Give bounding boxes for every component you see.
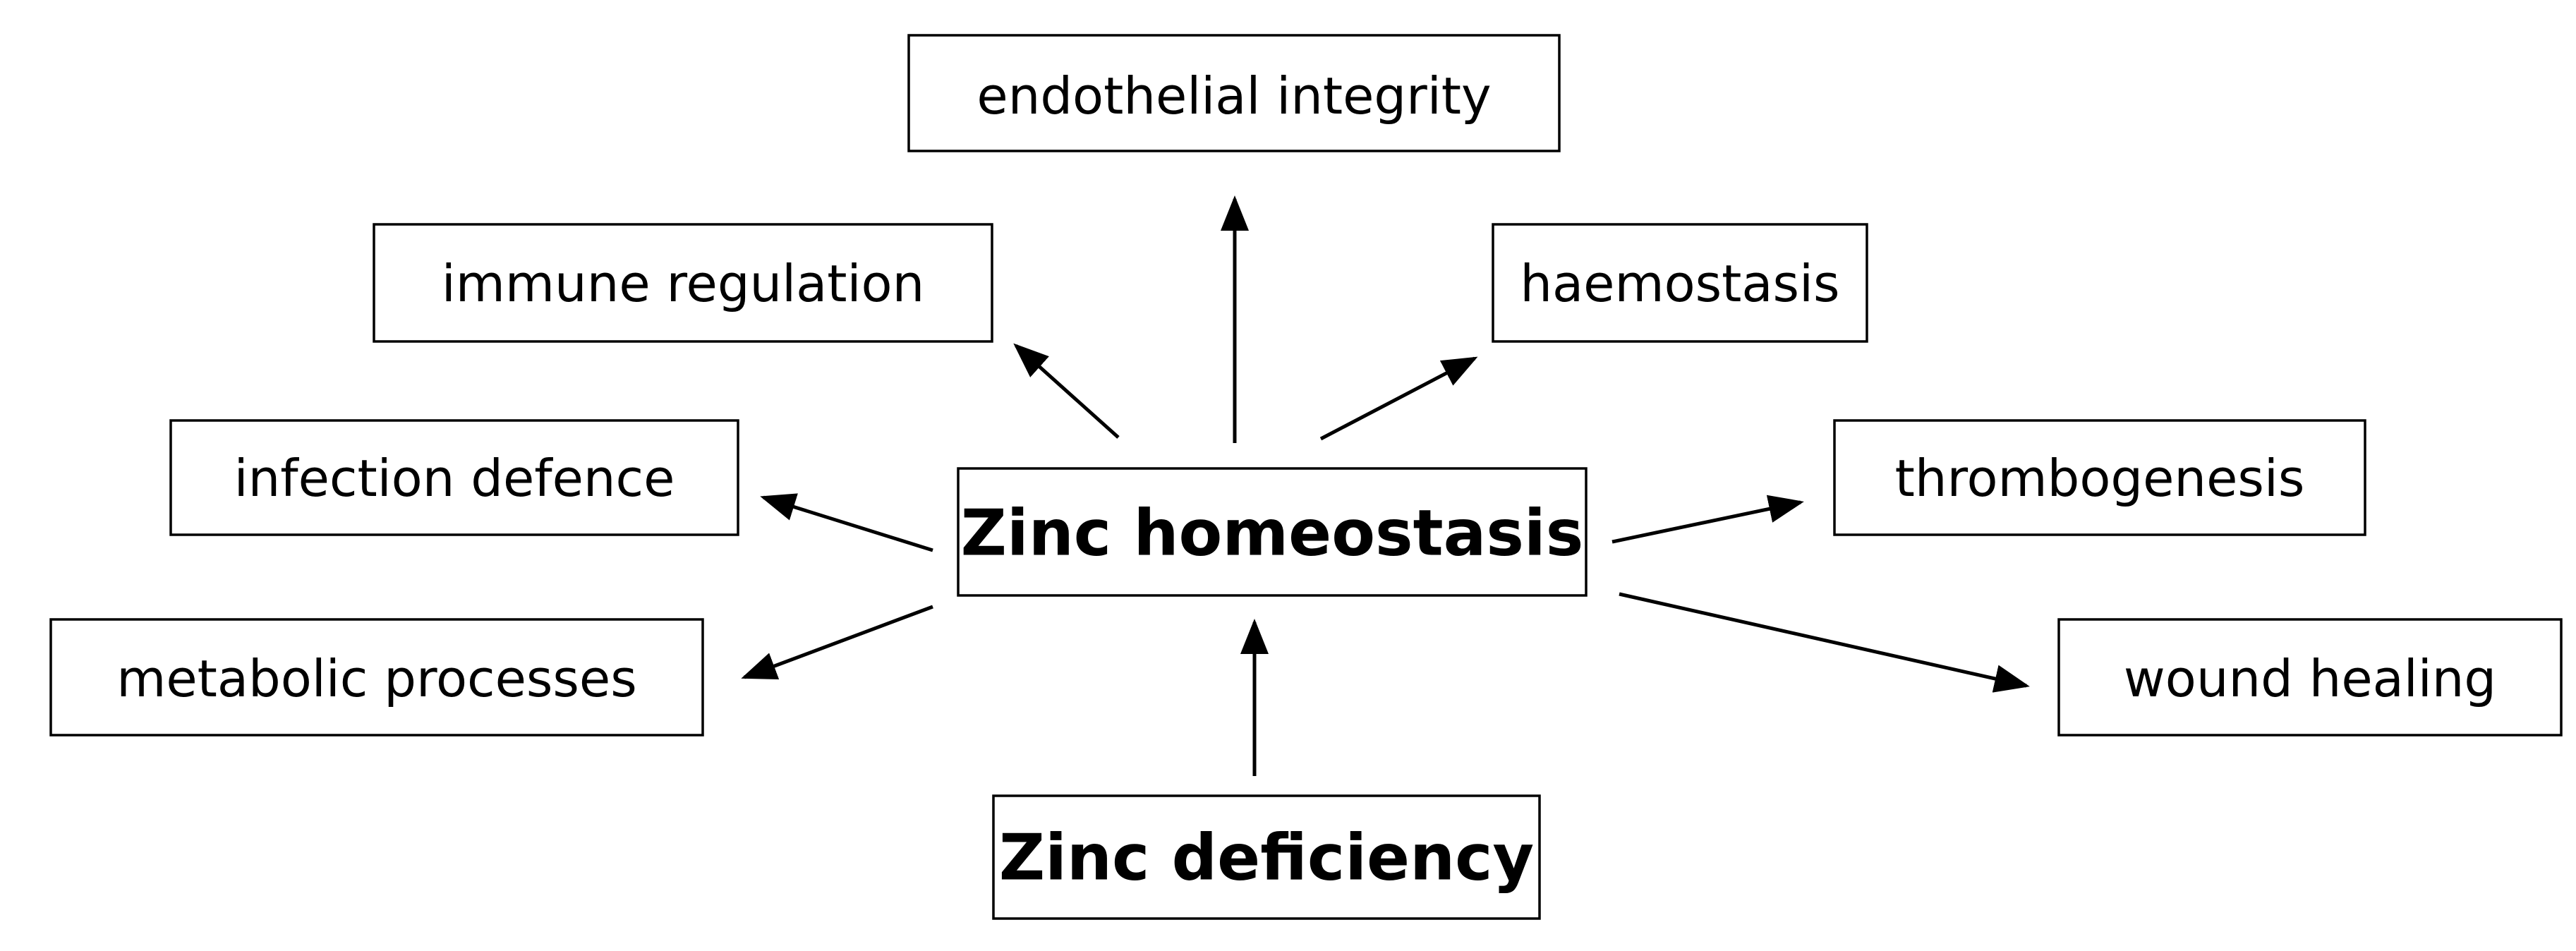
haemostasis-label: haemostasis bbox=[1520, 254, 1839, 313]
infection-defence-label: infection defence bbox=[234, 449, 675, 508]
arrow-to-immune-regulation bbox=[1013, 343, 1120, 439]
arrow-to-haemostasis bbox=[1319, 356, 1478, 441]
outcome-endothelial-integrity: endothelial integrity bbox=[907, 34, 1561, 152]
arrow-to-thrombogenesis bbox=[1611, 495, 1804, 544]
arrows bbox=[741, 195, 2030, 776]
outcome-infection-defence: infection defence bbox=[169, 419, 739, 536]
outcome-haemostasis: haemostasis bbox=[1492, 223, 1868, 343]
source-label: Zinc deficiency bbox=[999, 821, 1534, 895]
center-label: Zinc homeostasis bbox=[961, 497, 1584, 571]
outcome-thrombogenesis: thrombogenesis bbox=[1833, 419, 2366, 536]
wound-healing-label: wound healing bbox=[2124, 649, 2496, 708]
arrow-to-metabolic-processes bbox=[741, 605, 933, 679]
arrow-to-wound-healing bbox=[1619, 592, 2030, 693]
source-node: Zinc deficiency bbox=[992, 794, 1541, 920]
thrombogenesis-label: thrombogenesis bbox=[1895, 449, 2305, 508]
center-node: Zinc homeostasis bbox=[957, 467, 1588, 597]
outcome-wound-healing: wound healing bbox=[2057, 618, 2563, 737]
metabolic-processes-label: metabolic processes bbox=[116, 649, 637, 708]
outcome-immune-regulation: immune regulation bbox=[373, 223, 993, 343]
outcome-metabolic-processes: metabolic processes bbox=[49, 618, 704, 737]
endothelial-integrity-label: endothelial integrity bbox=[976, 66, 1491, 126]
immune-regulation-label: immune regulation bbox=[442, 254, 924, 313]
arrow-to-infection-defence bbox=[760, 493, 933, 552]
